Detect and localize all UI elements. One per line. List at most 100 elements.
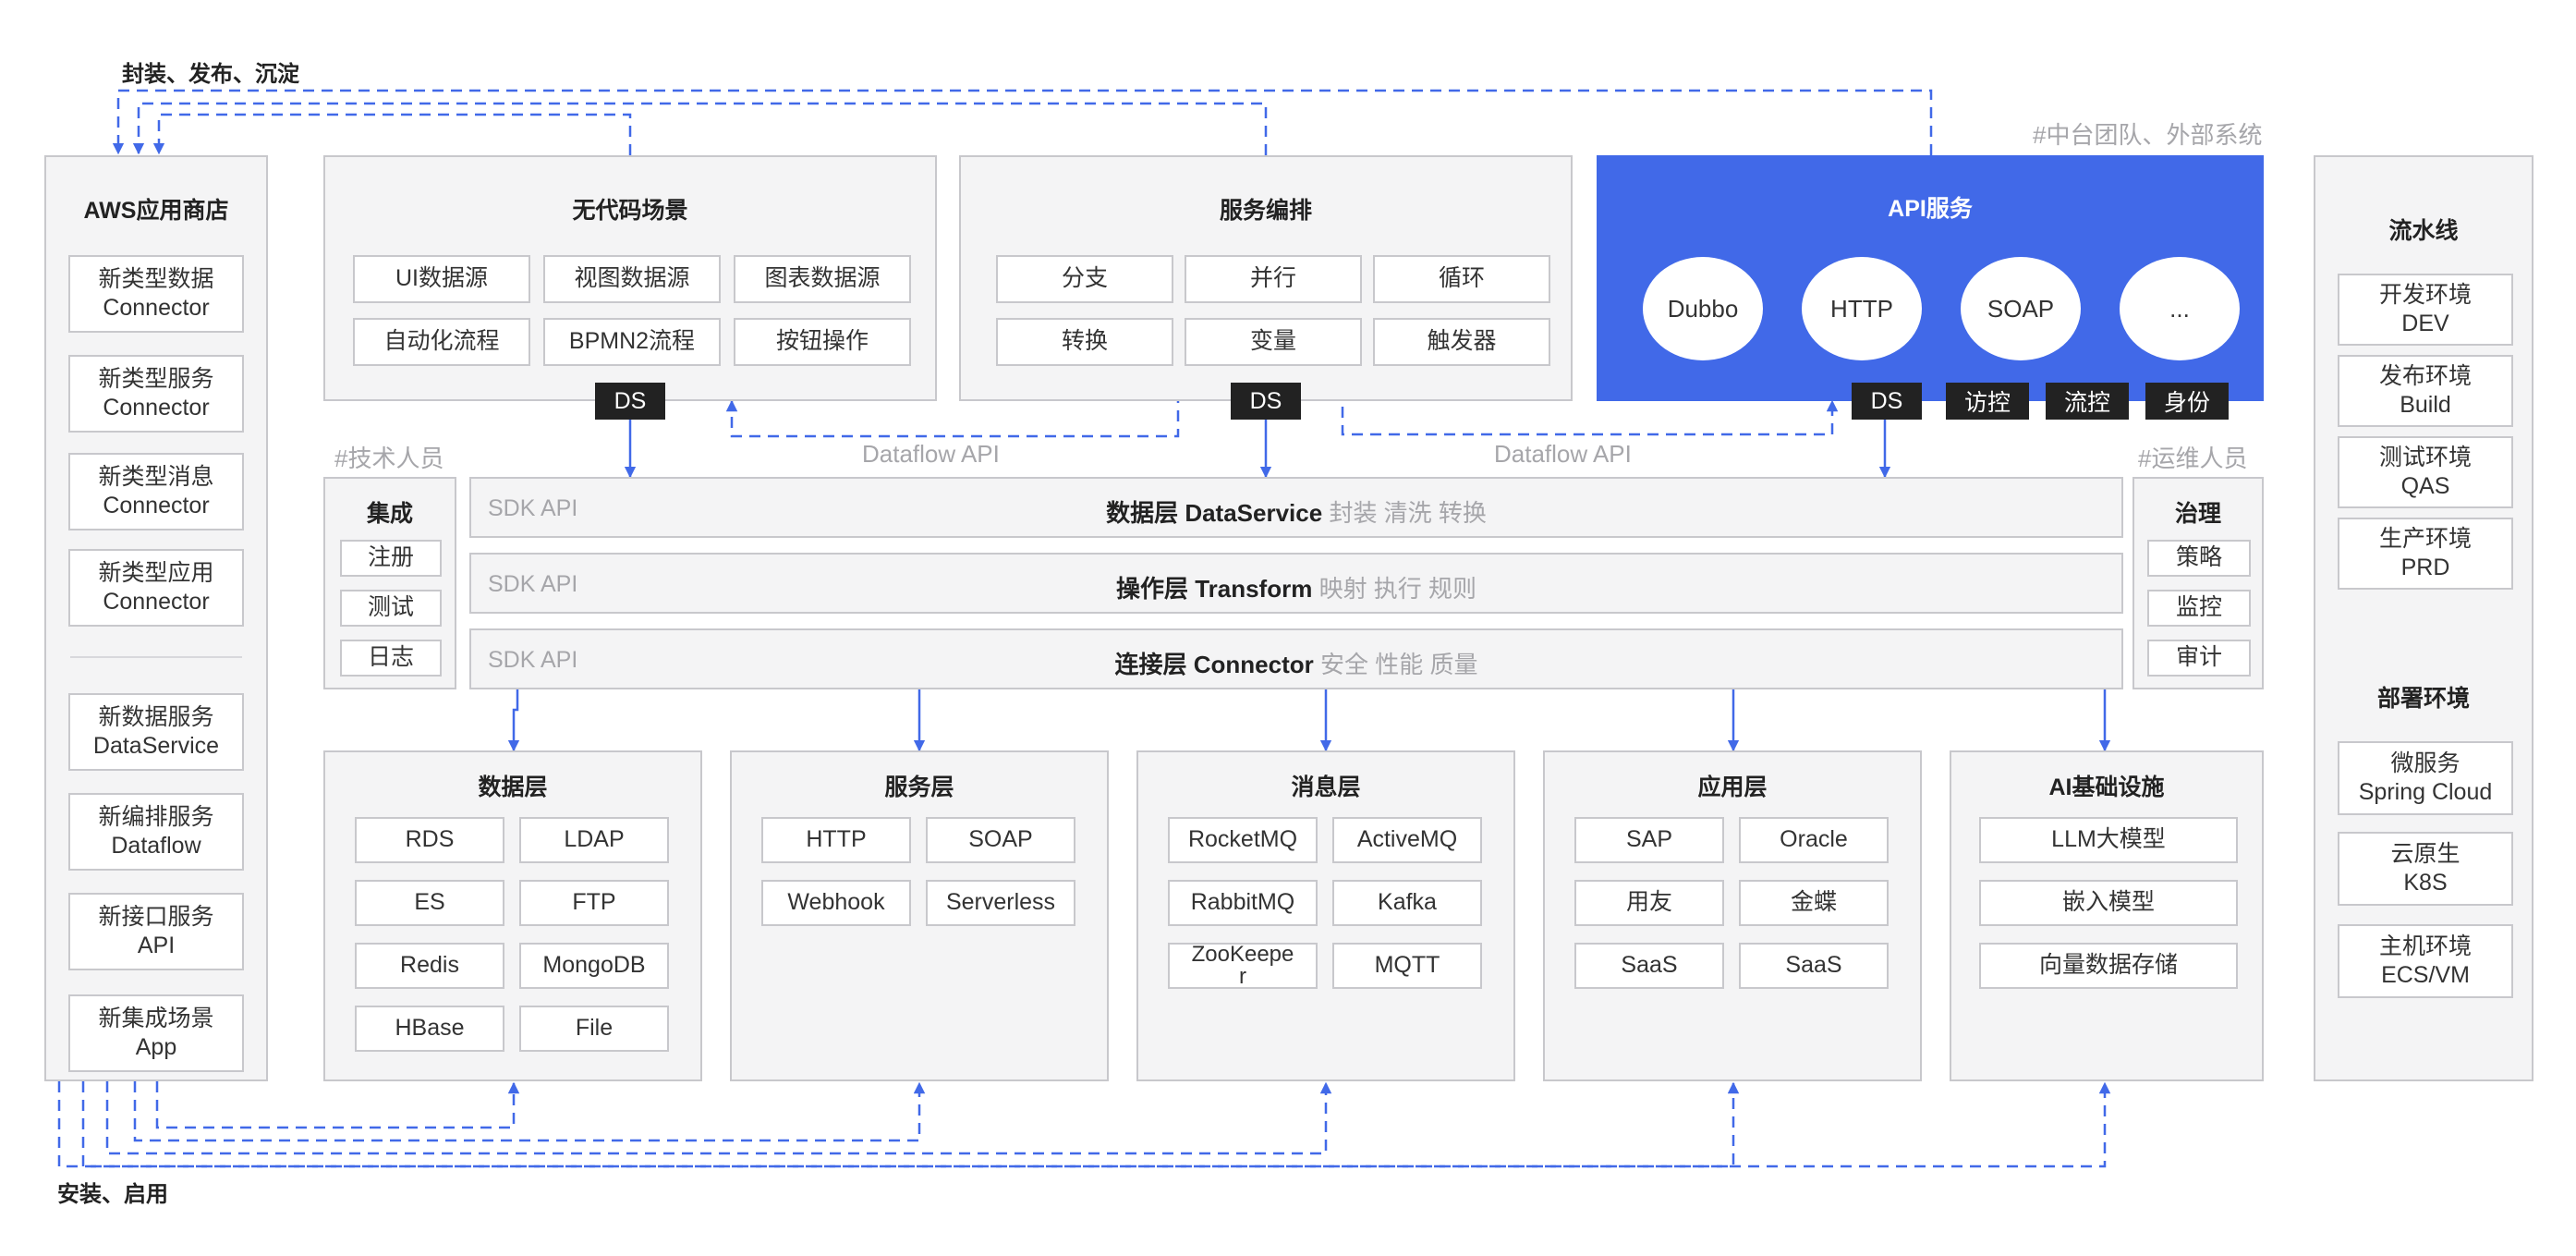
aws-item-dataflow[interactable]: 新编排服务 Dataflow [68, 793, 244, 871]
deploy-item-ecs[interactable]: 主机环境 ECS/VM [2338, 924, 2513, 998]
bottom-panel-message: 消息层 RocketMQ ActiveMQ RabbitMQ Kafka Zoo… [1136, 750, 1515, 1081]
pipeline-deploy-panel: 流水线 开发环境 DEV 发布环境 Build 测试环境 QAS 生产环境 PR… [2314, 155, 2533, 1081]
source-item[interactable]: Serverless [926, 880, 1075, 926]
source-item[interactable]: ZooKeepe r [1168, 943, 1318, 989]
source-item[interactable]: SAP [1574, 817, 1724, 863]
nocode-ds-tag: DS [595, 383, 665, 420]
aws-item-app[interactable]: 新集成场景 App [68, 994, 244, 1072]
integration-item[interactable]: 日志 [340, 640, 442, 677]
note-tech-staff: #技术人员 [334, 445, 444, 472]
layer-transform: SDK API 操作层 Transform 映射 执行 规则 [469, 553, 2123, 614]
deploy-item-springcloud[interactable]: 微服务 Spring Cloud [2338, 741, 2513, 815]
source-item[interactable]: 用友 [1574, 880, 1724, 926]
orchestration-item[interactable]: 转换 [996, 318, 1173, 366]
source-item[interactable]: LLM大模型 [1979, 817, 2238, 863]
bottom-panel-title: 应用层 [1697, 774, 1768, 800]
aws-item-message-connector[interactable]: 新类型消息 Connector [68, 453, 244, 530]
aws-item-data-connector[interactable]: 新类型数据 Connector [68, 255, 244, 333]
pipeline-item-dev[interactable]: 开发环境 DEV [2338, 274, 2513, 346]
source-item[interactable]: ES [355, 880, 504, 926]
source-item[interactable]: 金蝶 [1739, 880, 1889, 926]
aws-app-store-panel: AWS应用商店 新类型数据 Connector 新类型服务 Connector … [44, 155, 268, 1081]
api-service-title: API服务 [1888, 196, 1973, 222]
aws-item-app-connector[interactable]: 新类型应用 Connector [68, 549, 244, 627]
integration-item[interactable]: 测试 [340, 590, 442, 627]
orchestration-item[interactable]: 并行 [1185, 255, 1362, 303]
api-circle-soap[interactable]: SOAP [1961, 257, 2081, 360]
layer-ops: 封装 清洗 转换 [1329, 499, 1487, 527]
source-item[interactable]: SOAP [926, 817, 1075, 863]
nocode-item[interactable]: 按钮操作 [734, 318, 911, 366]
orchestration-item[interactable]: 循环 [1373, 255, 1550, 303]
aws-item-dataservice[interactable]: 新数据服务 DataService [68, 693, 244, 771]
nocode-item[interactable]: 图表数据源 [734, 255, 911, 303]
source-item[interactable]: 嵌入模型 [1979, 880, 2238, 926]
dataflow-api-label-right: Dataflow API [1494, 440, 1632, 468]
source-item[interactable]: MongoDB [519, 943, 669, 989]
deploy-title: 部署环境 [2376, 686, 2470, 712]
orchestration-item[interactable]: 变量 [1185, 318, 1362, 366]
bottom-panel-application: 应用层 SAP Oracle 用友 金蝶 SaaS SaaS [1543, 750, 1922, 1081]
source-item[interactable]: LDAP [519, 817, 669, 863]
dataflow-api-label-left: Dataflow API [862, 440, 1000, 468]
nocode-item[interactable]: 视图数据源 [543, 255, 721, 303]
source-item[interactable]: SaaS [1739, 943, 1889, 989]
aws-divider [70, 656, 242, 658]
source-item[interactable]: SaaS [1574, 943, 1724, 989]
source-item[interactable]: 向量数据存储 [1979, 943, 2238, 989]
install-flow-label: 安装、启用 [57, 1182, 168, 1207]
integration-panel: 集成 注册 测试 日志 [323, 477, 456, 689]
layer-sdk-label: SDK API [488, 495, 578, 521]
source-item[interactable]: MQTT [1332, 943, 1482, 989]
nocode-panel: 无代码场景 UI数据源 视图数据源 图表数据源 自动化流程 BPMN2流程 按钮… [323, 155, 937, 401]
orchestration-item[interactable]: 分支 [996, 255, 1173, 303]
source-item[interactable]: ActiveMQ [1332, 817, 1482, 863]
api-access-tag: 访控 [1946, 383, 2029, 420]
bottom-panel-data: 数据层 RDS LDAP ES FTP Redis MongoDB HBase … [323, 750, 702, 1081]
source-item[interactable]: Kafka [1332, 880, 1482, 926]
governance-item[interactable]: 策略 [2147, 540, 2251, 577]
source-item[interactable]: File [519, 1006, 669, 1052]
api-service-panel: API服务 Dubbo HTTP SOAP ... [1597, 155, 2264, 401]
nocode-item[interactable]: BPMN2流程 [543, 318, 721, 366]
layer-title: 操作层 Transform [1115, 575, 1313, 603]
bottom-panel-title: 消息层 [1291, 774, 1361, 800]
api-circle-dubbo[interactable]: Dubbo [1643, 257, 1763, 360]
bottom-panel-service: 服务层 HTTP SOAP Webhook Serverless [730, 750, 1109, 1081]
source-item[interactable]: RDS [355, 817, 504, 863]
nocode-item[interactable]: UI数据源 [353, 255, 530, 303]
note-middle-team: #中台团队、外部系统 [2033, 121, 2263, 149]
nocode-title: 无代码场景 [572, 198, 688, 224]
governance-item[interactable]: 审计 [2147, 640, 2251, 677]
deploy-item-k8s[interactable]: 云原生 K8S [2338, 832, 2513, 906]
source-item[interactable]: Webhook [761, 880, 911, 926]
governance-panel: 治理 策略 监控 审计 [2132, 477, 2264, 689]
source-item[interactable]: RocketMQ [1168, 817, 1318, 863]
api-circle-http[interactable]: HTTP [1802, 257, 1922, 360]
bottom-panel-title: 数据层 [478, 774, 548, 800]
api-flow-tag: 流控 [2046, 383, 2129, 420]
api-ds-tag: DS [1852, 383, 1922, 420]
aws-item-service-connector[interactable]: 新类型服务 Connector [68, 355, 244, 433]
aws-item-api[interactable]: 新接口服务 API [68, 893, 244, 970]
source-item[interactable]: HBase [355, 1006, 504, 1052]
pipeline-item-qas[interactable]: 测试环境 QAS [2338, 436, 2513, 508]
api-circle-more[interactable]: ... [2120, 257, 2240, 360]
source-item[interactable]: Redis [355, 943, 504, 989]
bottom-panel-title: AI基础设施 [2048, 774, 2165, 800]
integration-item[interactable]: 注册 [340, 540, 442, 577]
nocode-item[interactable]: 自动化流程 [353, 318, 530, 366]
source-item[interactable]: HTTP [761, 817, 911, 863]
source-item[interactable]: Oracle [1739, 817, 1889, 863]
pipeline-item-build[interactable]: 发布环境 Build [2338, 355, 2513, 427]
governance-title: 治理 [2174, 501, 2221, 527]
pipeline-title: 流水线 [2388, 218, 2459, 244]
pipeline-item-prd[interactable]: 生产环境 PRD [2338, 518, 2513, 590]
governance-item[interactable]: 监控 [2147, 590, 2251, 627]
source-item[interactable]: FTP [519, 880, 669, 926]
orchestration-item[interactable]: 触发器 [1373, 318, 1550, 366]
bottom-panel-title: 服务层 [884, 774, 954, 800]
api-identity-tag: 身份 [2145, 383, 2229, 420]
source-item[interactable]: RabbitMQ [1168, 880, 1318, 926]
